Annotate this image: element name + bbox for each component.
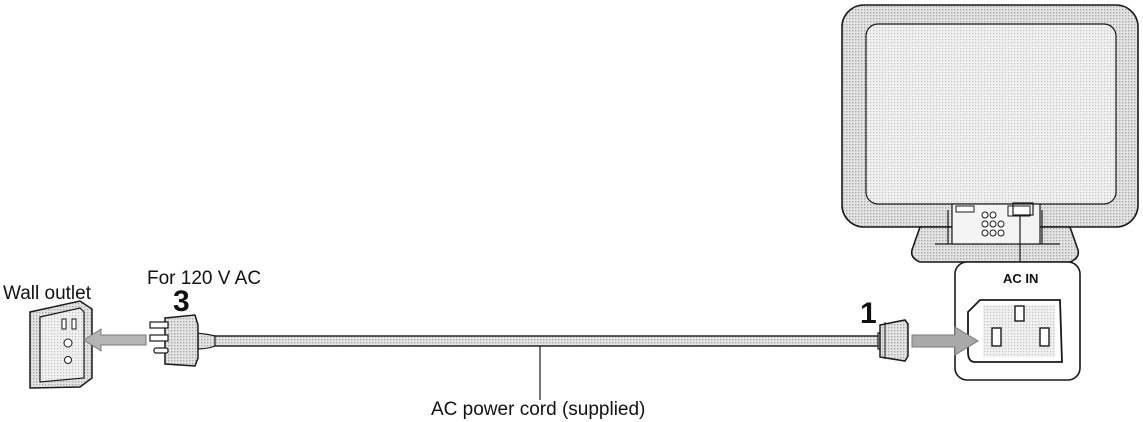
step-number-3: 3 — [173, 285, 190, 318]
arrow-icon — [911, 326, 979, 356]
power-plug-icon — [149, 314, 199, 367]
cord-label: AC power cord (supplied) — [431, 399, 646, 420]
wall-outlet-label: Wall outlet — [3, 283, 91, 304]
tv-rear-icon — [841, 4, 1139, 263]
step-number-1: 1 — [860, 297, 877, 330]
ac-inlet-icon — [954, 261, 1081, 381]
arrow-icon — [83, 328, 147, 352]
power-cord — [194, 329, 901, 353]
iec-connector-icon — [879, 319, 909, 362]
ac-in-label: AC IN — [1003, 271, 1039, 286]
voltage-label: For 120 V AC — [147, 268, 262, 289]
wall-outlet-icon — [29, 300, 93, 389]
